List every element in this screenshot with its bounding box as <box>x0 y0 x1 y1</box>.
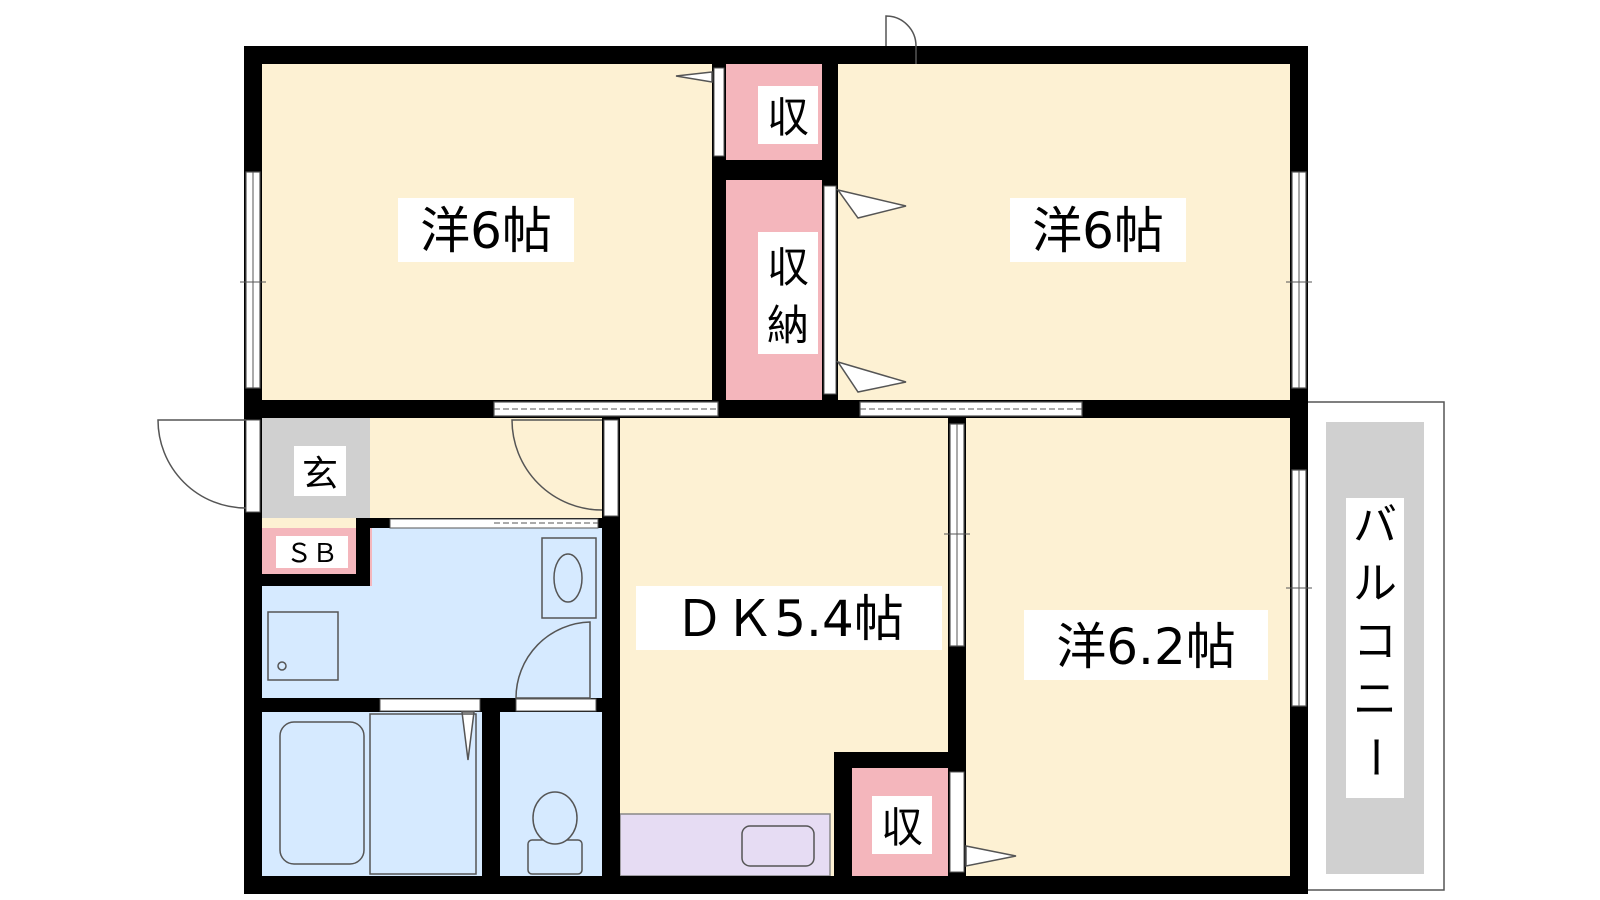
door-swing-hall <box>511 419 603 511</box>
room-fills <box>262 64 1290 877</box>
wall-closet-bottom-left <box>834 752 852 894</box>
label-balcony-char-1: バ <box>1353 500 1397 551</box>
openings <box>240 67 1312 873</box>
wall-dk-left <box>602 418 620 894</box>
door-gap-toilet <box>515 698 597 712</box>
toilet-bowl <box>532 791 578 845</box>
door-swing-entrance <box>157 419 247 509</box>
label-western-room-top-right: 洋6帖 <box>1032 202 1164 260</box>
label-balcony-char-4: ニ <box>1353 674 1397 725</box>
wall-middle-horizontal <box>244 400 1308 418</box>
fixtures <box>267 537 597 875</box>
balcony-label-bg <box>1346 498 1404 798</box>
door-leaf-closet-storage-upper <box>836 188 907 219</box>
labels: 洋6帖 洋6帖 ＤＫ5.4帖 洋6.2帖 収 収 納 収 玄 ＳＢ バ ル コ … <box>286 93 1400 852</box>
door-gap-closet-top <box>713 67 725 157</box>
drain-icon <box>277 661 287 671</box>
wall-top <box>244 46 1308 64</box>
label-shoe-box: ＳＢ <box>286 539 338 569</box>
vanity-basin <box>553 553 583 603</box>
door-gap-bath <box>379 698 481 712</box>
label-backgrounds <box>276 86 1268 854</box>
label-dining-kitchen: ＤＫ5.4帖 <box>674 590 904 648</box>
door-leaf-closet-storage-lower <box>836 360 907 393</box>
door-gap-closet-storage <box>823 185 837 395</box>
label-entrance: 玄 <box>302 454 338 495</box>
label-closet-storage-line1: 収 <box>767 243 809 292</box>
door-swings <box>157 15 1017 867</box>
door-leaf-bath <box>461 711 475 761</box>
door-swing-toilet <box>515 621 591 699</box>
bathtub <box>279 721 365 865</box>
label-balcony-char-2: ル <box>1353 558 1397 609</box>
label-closet-storage-line2: 納 <box>767 301 809 350</box>
label-closet-top: 収 <box>767 93 809 142</box>
door-leaf-closet-bottom <box>965 845 1017 867</box>
washing-machine-space <box>267 611 339 681</box>
balcony <box>1305 401 1445 891</box>
label-western-room-bottom-right: 洋6.2帖 <box>1056 618 1236 676</box>
door-leaf-closet-top <box>675 71 713 83</box>
label-closet-bottom: 収 <box>881 803 923 852</box>
label-balcony-char-5: ー <box>1349 735 1400 779</box>
door-gap-closet-bottom <box>949 771 965 873</box>
door-swing-front-arc <box>885 15 917 47</box>
door-gap-entrance <box>245 419 261 513</box>
wall-sb-bottom <box>262 574 370 586</box>
label-western-room-top-left: 洋6帖 <box>420 202 552 260</box>
wall-toilet-left <box>482 698 500 894</box>
door-gap-dk <box>603 419 619 517</box>
toilet-tank <box>527 839 583 875</box>
label-balcony-char-3: コ <box>1353 616 1397 667</box>
sink-basin <box>741 825 815 867</box>
bathtub-rim <box>369 713 477 875</box>
wall-bottom <box>244 876 1308 894</box>
wall-closet-bottom-top <box>834 752 966 768</box>
wall-closet-divider <box>726 160 822 180</box>
wall-sb <box>356 518 370 586</box>
